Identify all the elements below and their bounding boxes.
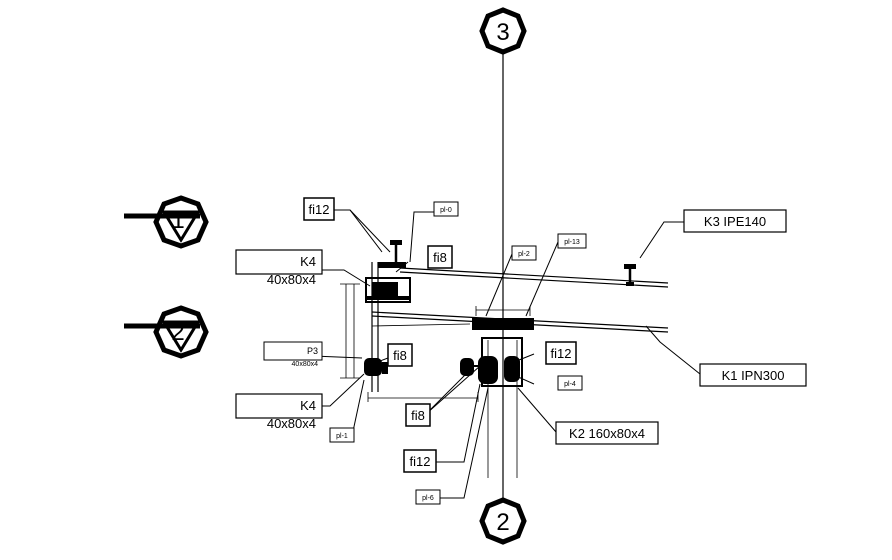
label-fi8-lower-text: fi8 (411, 408, 425, 423)
label-k4-top-name: K4 (300, 254, 316, 269)
label-k2-text: K2 160x80x4 (569, 426, 645, 441)
label-pl2: pl-2 (511, 245, 537, 261)
label-fi12-top: fi12 (303, 197, 335, 221)
label-fi8-lower: fi8 (405, 403, 431, 427)
label-fi12-top-text: fi12 (309, 202, 330, 217)
label-k1: K1 IPN300 (699, 363, 807, 387)
label-pl2-text: pl-2 (518, 251, 530, 258)
label-pl6: pl-6 (415, 489, 441, 505)
label-k1-text: K1 IPN300 (722, 368, 785, 383)
label-fi12-lower-text: fi12 (410, 454, 431, 469)
label-pl0: pl-0 (433, 201, 459, 217)
label-fi12-right: fi12 (545, 341, 577, 365)
label-fi12-right-text: fi12 (551, 346, 572, 361)
label-pl1: pl-1 (329, 427, 355, 443)
beam-k3 (399, 264, 669, 288)
section-marker-1: 1 (124, 195, 209, 249)
left-column-assembly (340, 240, 479, 402)
label-k4-top: K4 40x80x4 (235, 249, 323, 287)
label-pl4-text: pl-4 (564, 381, 576, 388)
label-k3-text: K3 IPE140 (704, 214, 766, 229)
section-marker-2-label: 2 (171, 319, 184, 346)
label-pl6-text: pl-6 (422, 495, 434, 502)
label-pl0-text: pl-0 (440, 207, 452, 214)
label-pl4: pl-4 (557, 375, 583, 391)
label-fi8-top: fi8 (427, 245, 453, 269)
label-k4-bottom-name: K4 (300, 398, 316, 413)
label-pl13: pl-13 (557, 233, 587, 249)
axis-bubble-2-label: 2 (496, 509, 509, 536)
label-k4-bottom: K4 40x80x4 (235, 393, 323, 431)
label-k4-bottom-size: 40x80x4 (267, 416, 316, 431)
label-fi8-mid-text: fi8 (393, 348, 407, 363)
center-plate-assembly (472, 306, 534, 330)
label-fi8-top-text: fi8 (433, 250, 447, 265)
label-p3-size: 40x80x4 (292, 361, 319, 368)
column-k2 (460, 337, 523, 387)
section-marker-1-label: 1 (171, 207, 184, 234)
label-fi12-lower: fi12 (403, 449, 437, 473)
label-k3: K3 IPE140 (683, 209, 787, 233)
section-marker-2: 2 (124, 305, 209, 359)
label-pl1-text: pl-1 (336, 433, 348, 440)
axis-bubble-3-label: 3 (496, 19, 509, 46)
axis-bubble-2: 2 (479, 497, 527, 545)
label-p3: P3 40x80x4 (263, 341, 323, 368)
label-k2: K2 160x80x4 (555, 421, 659, 445)
label-k4-top-size: 40x80x4 (267, 272, 316, 287)
label-pl13-text: pl-13 (564, 239, 580, 246)
label-p3-name: P3 (307, 346, 318, 356)
label-fi8-mid: fi8 (387, 343, 413, 367)
axis-bubble-3: 3 (479, 7, 527, 55)
